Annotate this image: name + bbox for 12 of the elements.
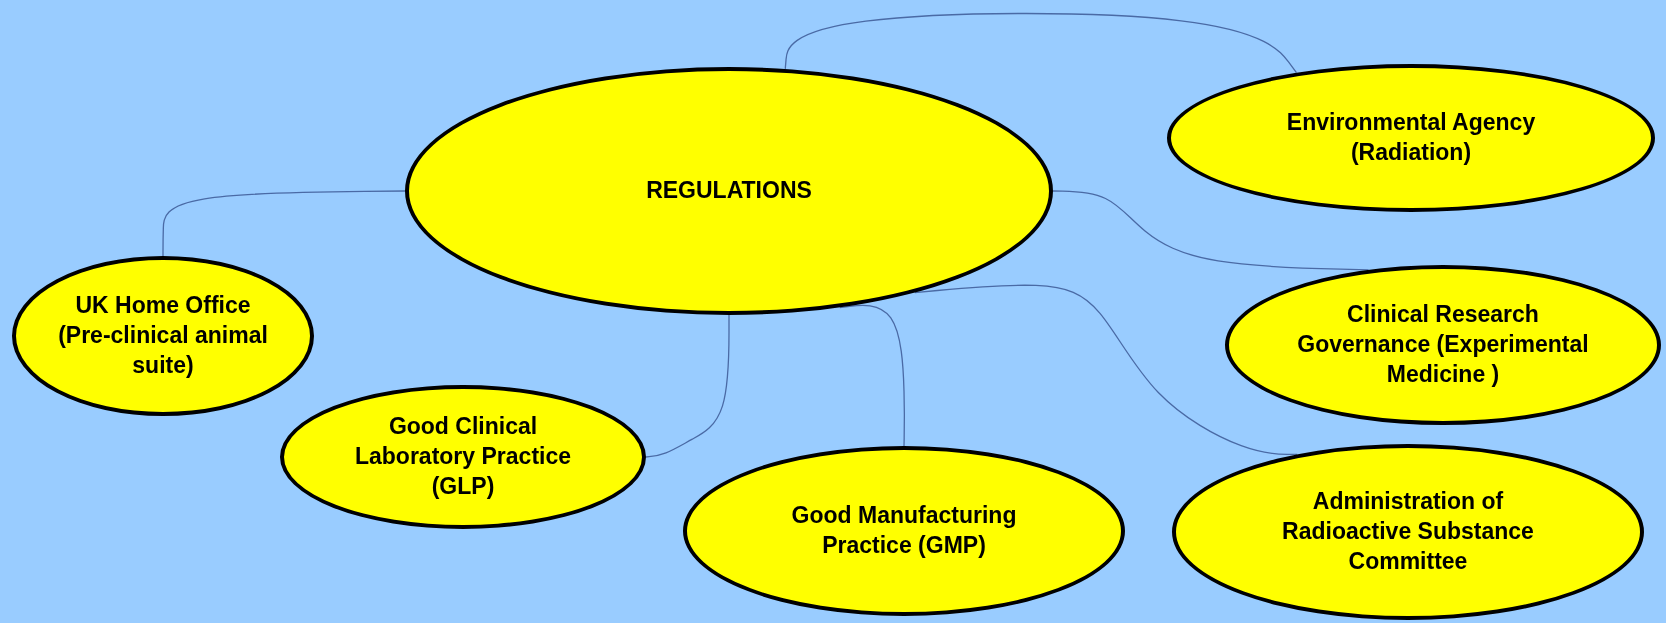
connector-line xyxy=(839,304,906,447)
node-label: Clinical Research Governance (Experimental Medicine ) xyxy=(1296,300,1590,389)
connector-line xyxy=(645,314,730,458)
node-label: Administration of Radioactive Substance Committee xyxy=(1281,487,1535,576)
node-label: REGULATIONS xyxy=(646,176,812,206)
connector-line xyxy=(784,12,1298,74)
connector-line xyxy=(162,190,406,257)
node-label: UK Home Office (Pre-clinical animal suite) xyxy=(57,291,269,380)
node-label: Environmental Agency (Radiation) xyxy=(1285,108,1537,167)
node-label: Good Clinical Laboratory Practice (GLP) xyxy=(354,412,572,501)
connector-line xyxy=(914,284,1298,456)
node-label: Good Manufacturing Practice (GMP) xyxy=(790,501,1018,560)
